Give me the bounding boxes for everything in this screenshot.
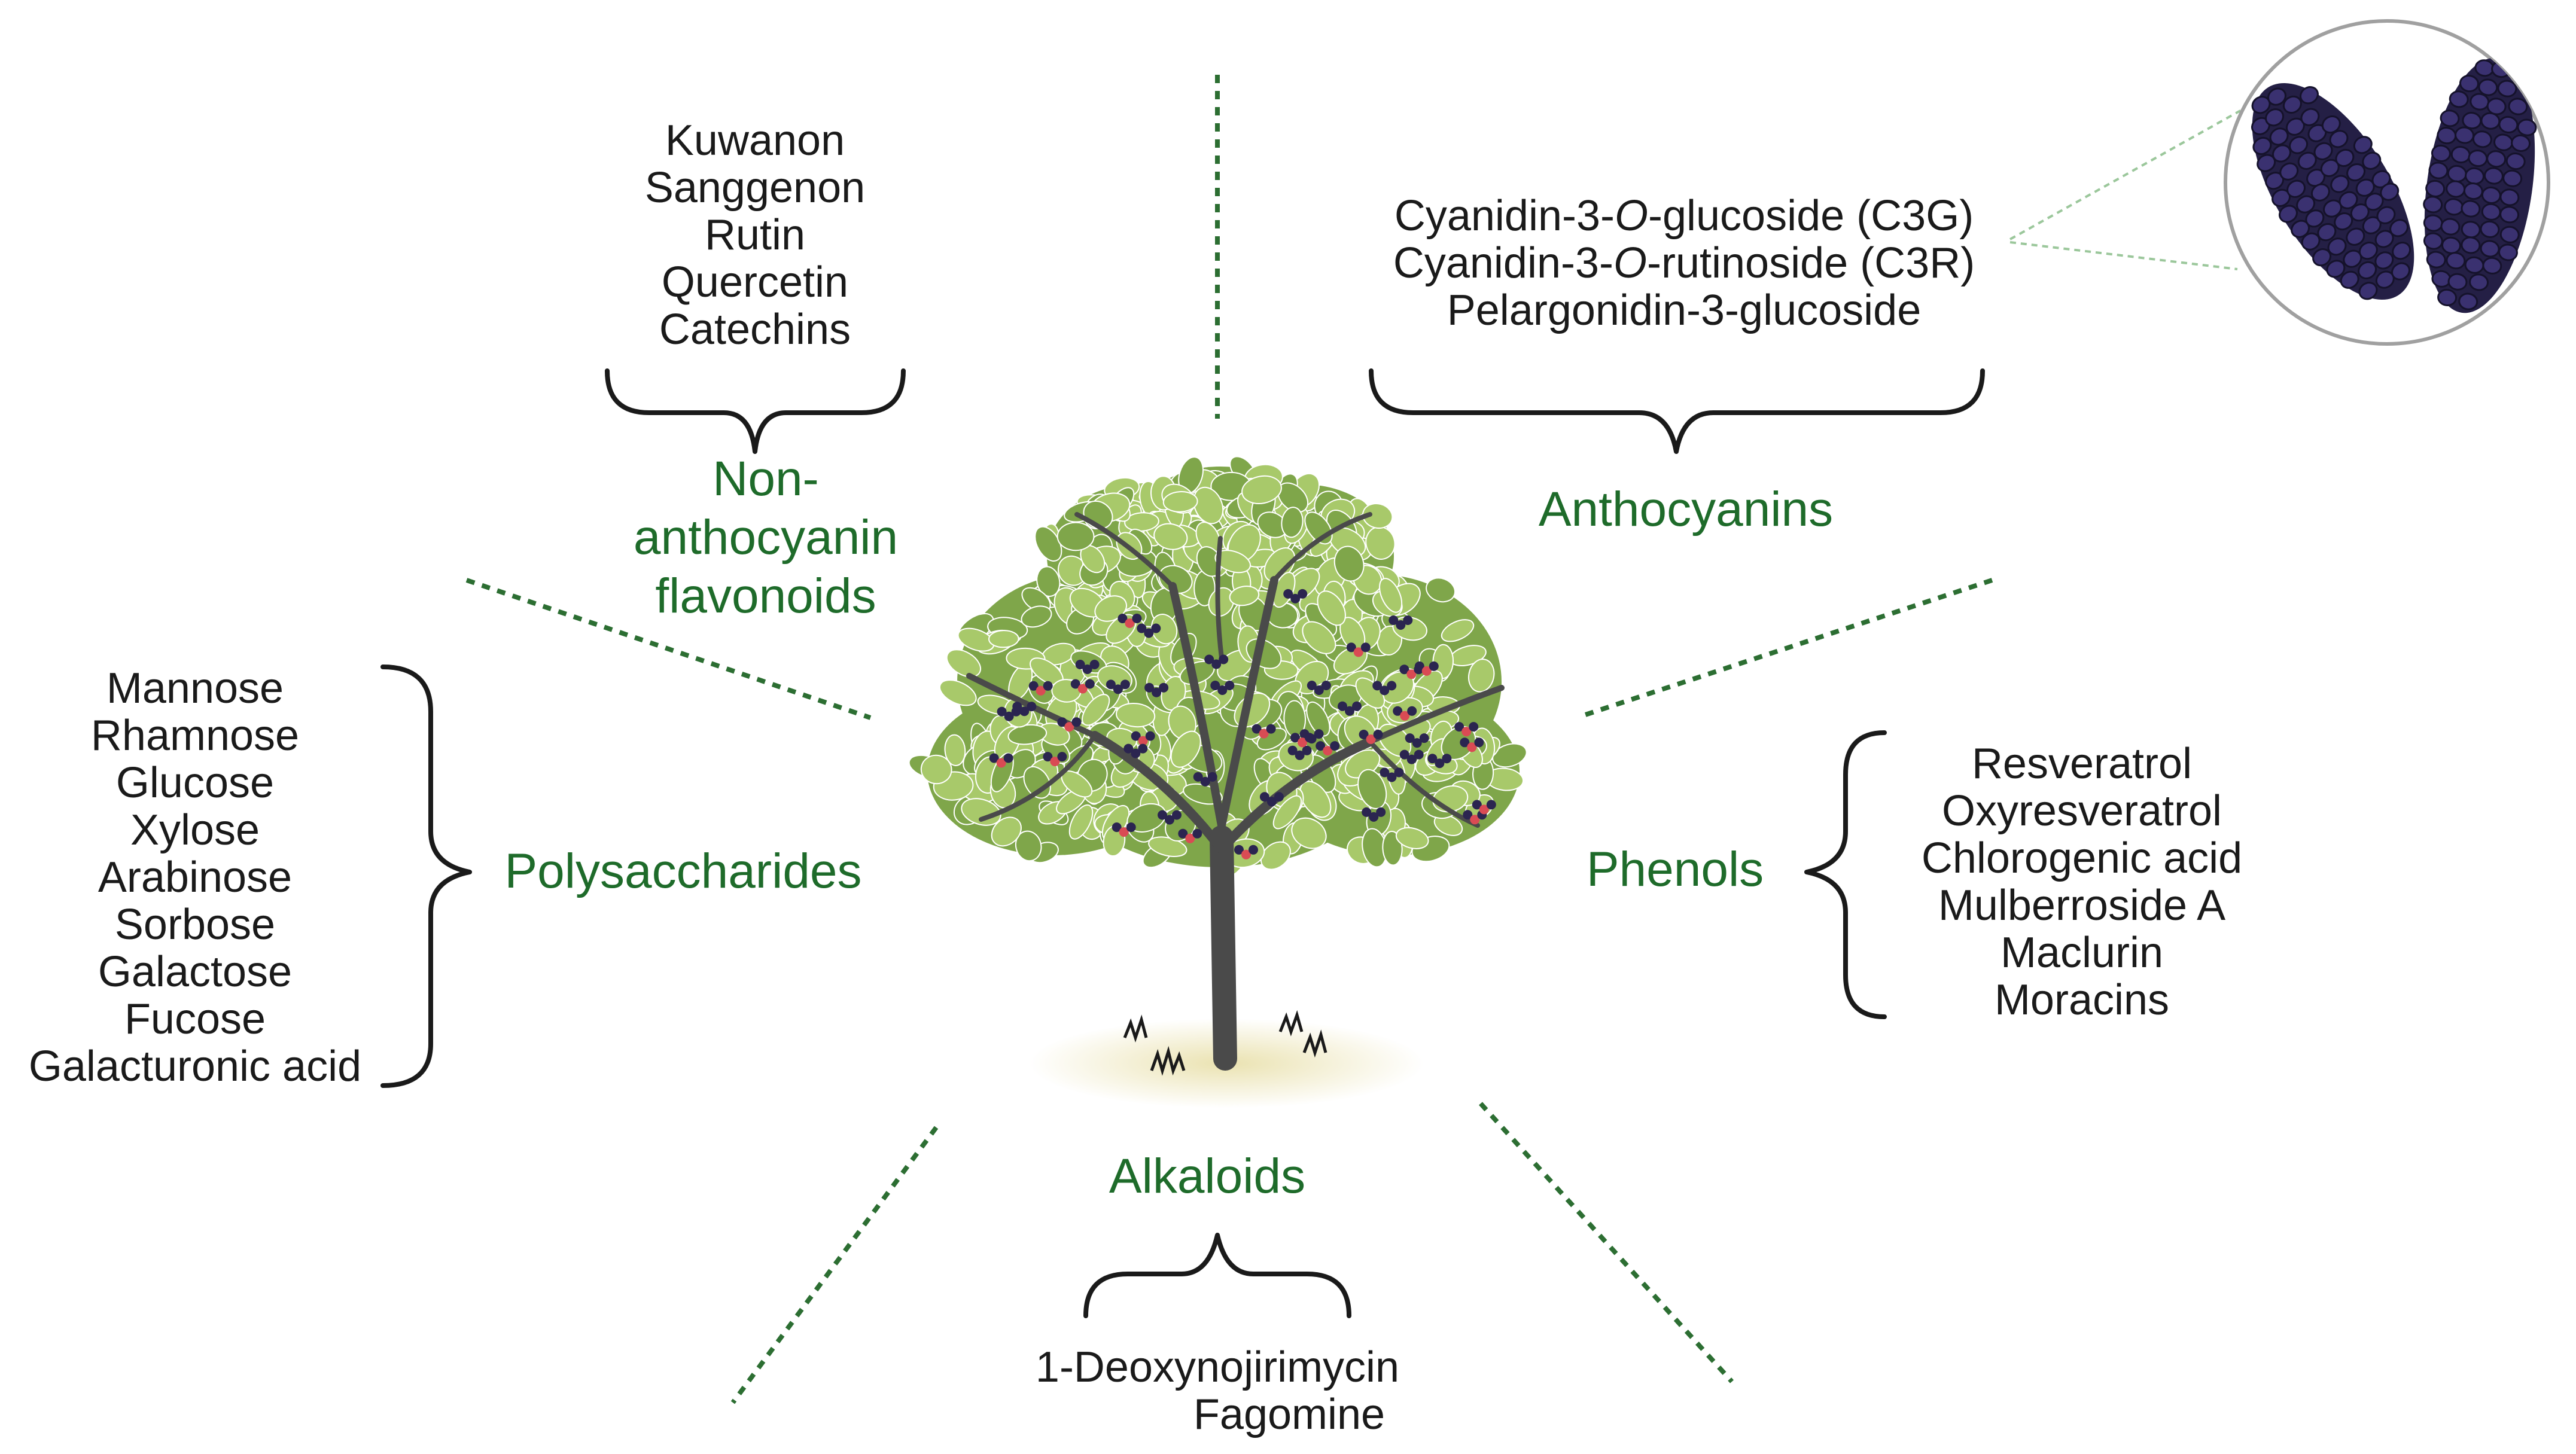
compound-item: Rhamnose bbox=[90, 712, 300, 760]
compound-item: Moracins bbox=[1994, 976, 2170, 1024]
category-label-anthocyanins: Anthocyanins bbox=[1538, 482, 1834, 537]
compound-item: Cyanidin-3-O-rutinoside (C3R) bbox=[1393, 239, 1975, 287]
bracket-phenols bbox=[1804, 730, 1887, 1019]
compound-item: Quercetin bbox=[661, 258, 849, 306]
polysaccharide-items: Mannose Rhamnose Glucose Xylose Arabinos… bbox=[29, 665, 361, 1090]
compound-item: Mulberroside A bbox=[1938, 882, 2226, 929]
category-label-polysaccharides: Polysaccharides bbox=[504, 844, 862, 898]
compound-item: Fucose bbox=[124, 995, 266, 1043]
bracket-polysaccharides bbox=[380, 664, 472, 1088]
bracket-anthocyanins bbox=[1369, 368, 1985, 454]
category-label-non-anthocyanin-flavonoids: Non- anthocyanin flavonoids bbox=[634, 450, 898, 626]
divider-upper-left bbox=[465, 578, 872, 720]
category-label-alkaloids: Alkaloids bbox=[1109, 1149, 1306, 1203]
compound-item: Arabinose bbox=[98, 853, 293, 901]
compound-item: Catechins bbox=[659, 306, 851, 353]
anthocyanin-items: Cyanidin-3-O-glucoside (C3G) Cyanidin-3-… bbox=[1393, 193, 1975, 334]
category-label-phenols: Phenols bbox=[1586, 842, 1764, 897]
alkaloid-items: 1-Deoxynojirimycin Fagomine bbox=[1036, 1344, 1399, 1438]
compound-item: Mannose bbox=[106, 664, 284, 712]
mulberry-tree-icon bbox=[908, 456, 1527, 1108]
divider-lower-left bbox=[730, 1126, 939, 1404]
compound-item: Glucose bbox=[115, 759, 275, 807]
mulberry-fruit-icon bbox=[2224, 19, 2550, 346]
compound-item: Oxyresveratrol bbox=[1941, 787, 2222, 835]
bracket-alkaloids bbox=[1083, 1233, 1351, 1318]
compound-item: Fagomine bbox=[1193, 1391, 1386, 1438]
zoom-connector-lines bbox=[2009, 109, 2241, 270]
divider-lower-right bbox=[1479, 1102, 1734, 1383]
category-label-line: flavonoids bbox=[655, 569, 876, 623]
compound-item: Pelargonidin-3-glucoside bbox=[1447, 286, 1922, 334]
brackets bbox=[380, 368, 1985, 1318]
compound-item: Kuwanon bbox=[665, 117, 845, 164]
compound-item: Rutin bbox=[704, 211, 806, 259]
phenol-items: Resveratrol Oxyresveratrol Chlorogenic a… bbox=[1922, 740, 2242, 1024]
compound-item: Xylose bbox=[130, 806, 260, 854]
compound-item: Sorbose bbox=[114, 901, 276, 949]
compound-item: Resveratrol bbox=[1971, 740, 2193, 788]
compound-item: Maclurin bbox=[2000, 929, 2164, 977]
compound-item: 1-Deoxynojirimycin bbox=[1035, 1343, 1400, 1391]
compound-item: Cyanidin-3-O-glucoside (C3G) bbox=[1394, 192, 1974, 240]
compound-item: Galactose bbox=[98, 948, 293, 996]
category-label-line: anthocyanin bbox=[633, 510, 899, 565]
compound-item: Chlorogenic acid bbox=[1921, 834, 2243, 882]
compound-item: Sanggenon bbox=[644, 164, 866, 212]
section-dividers bbox=[465, 75, 1993, 1404]
category-label-line: Non- bbox=[712, 452, 819, 506]
compound-item: Galacturonic acid bbox=[28, 1043, 362, 1090]
non-anthocyanin-items: Kuwanon Sanggenon Rutin Quercetin Catech… bbox=[645, 117, 865, 353]
divider-upper-right bbox=[1584, 578, 1993, 717]
bracket-non-anthocyanin bbox=[605, 368, 906, 454]
